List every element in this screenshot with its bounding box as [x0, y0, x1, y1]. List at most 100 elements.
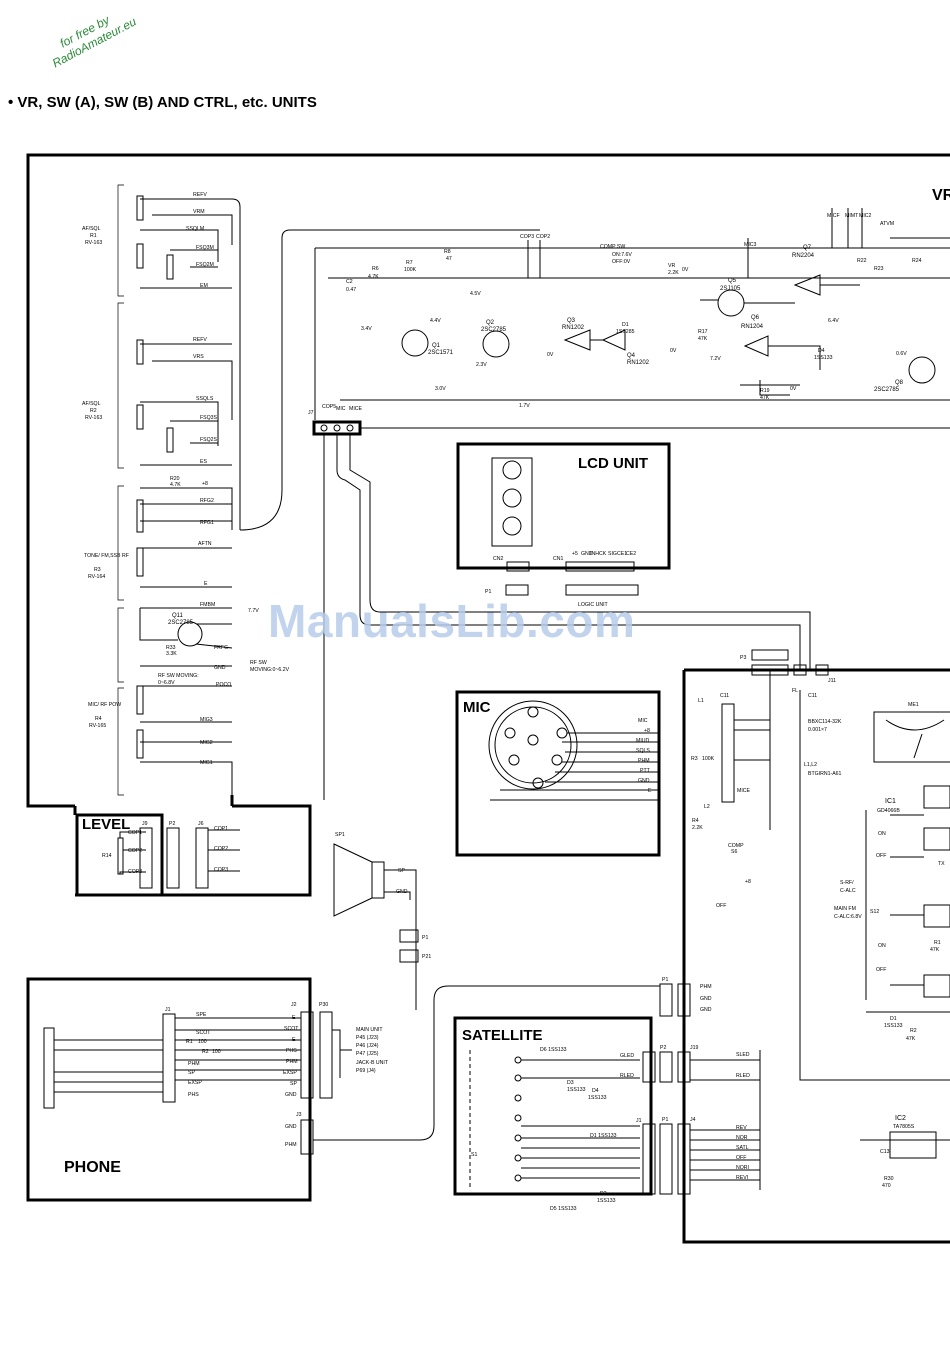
gnd-label-1: GND: [700, 996, 712, 1002]
r1-name: AF/SQL: [82, 226, 101, 232]
sat-p1: P1: [662, 1117, 668, 1123]
j6-label: J6: [198, 821, 204, 827]
rt-r1-value: 47K: [930, 947, 940, 953]
phone-j1-phs: PHS: [188, 1092, 199, 1098]
r8-value: 47: [446, 256, 452, 262]
phone-r1: R1: [186, 1039, 193, 1045]
phone-r1-value: 100: [198, 1039, 207, 1045]
q7-ref: Q7: [803, 245, 812, 251]
level-label: LEVEL: [82, 816, 130, 833]
cop5-label: COP5: [322, 404, 336, 410]
compsw-on: ON:7.6V: [612, 252, 632, 258]
pin-vrs: VRS: [193, 354, 204, 360]
frfg-label: FRFG: [214, 645, 228, 651]
phone-j2: J2: [291, 1002, 297, 1008]
pin-refv-1: REFV: [193, 192, 207, 198]
rt-ic2-part: TA7805S: [893, 1124, 915, 1130]
sat-j4-nor: NOR: [736, 1135, 748, 1141]
level-block: LEVEL J9 P2 J6 R14 COP1 COP2 COP3 COP1 C…: [73, 795, 312, 897]
sp-label: SP: [398, 868, 405, 874]
gnd-label-2: GND: [700, 1007, 712, 1013]
fmbm-label: FMBM: [200, 602, 215, 608]
phone-j2-e2: E: [292, 1037, 296, 1043]
q4-part: RN1202: [627, 360, 650, 366]
vr-pin-labels: REFV VRM SSQLM FSQ3M FSQ2M EM REFV VRS S…: [158, 192, 290, 766]
d1-label: D1: [622, 322, 629, 328]
phone-j2-phm: PHM: [286, 1059, 298, 1065]
v-4.5: 4.5V: [470, 291, 481, 297]
mice-mic-label: MICE: [737, 788, 751, 794]
r4-part: RV-165: [89, 723, 106, 729]
s1-label: S1: [471, 1152, 477, 1158]
pin-refv-2: REFV: [193, 337, 207, 343]
q11-label: Q11: [172, 613, 184, 619]
satellite-label: SATELLITE: [462, 1027, 543, 1044]
pin-plus8: +8: [202, 481, 208, 487]
mic-label: MIC: [463, 699, 491, 716]
sat-d3: D3: [567, 1080, 574, 1086]
cn1-pin-3: INH: [590, 551, 599, 557]
cn2-label: CN2: [493, 556, 503, 562]
net-mic2: MIC2: [859, 213, 872, 219]
sat-d4-part: 1SS133: [588, 1095, 607, 1101]
vr-pot-wiring: [136, 195, 540, 795]
net-cop2: COP2: [536, 234, 550, 240]
q2-ref: Q2: [486, 320, 495, 326]
q2-part: 2SC2785: [481, 327, 507, 333]
compsw-label: COMP SW: [600, 244, 625, 250]
s6-label: S6: [731, 849, 737, 855]
phone-j3-gnd: GND: [285, 1124, 297, 1130]
rt-r2-value: 47K: [906, 1036, 916, 1042]
lcd-unit-block: LCD UNIT CN2 CN1 P1 LOGIC UNIT +5 GND IN…: [456, 442, 671, 608]
sat-d6: D6 1SS133: [540, 1047, 567, 1053]
cn1-pin-7: CE2: [626, 551, 636, 557]
phm-label: PHM: [700, 984, 712, 990]
cn1-pin-1: +5: [572, 551, 578, 557]
rt-s12: S12: [870, 909, 879, 915]
mic-pin-phm: PHM: [638, 758, 650, 764]
phone-j1-sp: SP: [188, 1070, 195, 1076]
pin-fsq2s: FSQ2S: [200, 437, 218, 443]
pin-aftn: AFTN: [198, 541, 212, 547]
q5-ref: Q5: [728, 278, 737, 284]
phone-block: PHONE J1 J2 P30 J3 SPE SCOT PHM SP EXSP …: [26, 977, 660, 1202]
rt-me1: ME1: [908, 702, 919, 708]
q6-part: RN1204: [741, 324, 764, 330]
rfsw-label-3: RF SW MOVING:: [158, 673, 199, 679]
cop2-a: COP2: [128, 848, 142, 854]
phone-note-6: P69 (J4): [356, 1068, 376, 1074]
r20-value: 4.7K: [170, 482, 181, 488]
rt-mainfm: MAIN FM: [834, 906, 856, 912]
net-mimt: MIMT: [845, 213, 859, 219]
cop2-b: COP2: [214, 846, 228, 852]
q8-symbol: [908, 356, 936, 384]
mic-pin-miud: MIUD: [636, 738, 650, 744]
off-label: OFF: [716, 903, 726, 909]
mic-pin-sqls: SQLS: [636, 748, 650, 754]
r4-name: MIC/ RF POW: [88, 702, 121, 708]
q2-symbol: [482, 330, 510, 358]
phone-j2-gnd: GND: [285, 1092, 297, 1098]
sat-sled-2: RLED: [736, 1073, 750, 1079]
r23-label: R23: [874, 266, 884, 272]
pin-rfg2: RFG2: [200, 498, 214, 504]
v-3.4: 3.4V: [361, 326, 372, 332]
compsw-off: OFF:0V: [612, 259, 631, 265]
j11-label: J11: [828, 678, 836, 684]
r2-ref: R2: [90, 408, 97, 414]
sat-j4-rev: REV: [736, 1125, 747, 1131]
c2-label: C2: [346, 279, 353, 285]
pin-poco: POCO: [216, 682, 231, 688]
pin-mig2: MIG2: [200, 740, 213, 746]
p1-lcd-label: P1: [485, 589, 491, 595]
pin-ssqls: SSQLS: [196, 396, 214, 402]
cn1-pin-6: CE1: [617, 551, 627, 557]
v-0-a: 0V: [547, 352, 554, 358]
pin-e: E: [204, 581, 208, 587]
q11-part: 2SC2785: [168, 620, 194, 626]
q1-ref: Q1: [432, 343, 441, 349]
q8-part: 2SC2785: [874, 387, 900, 393]
r14-label: R14: [102, 853, 112, 859]
speaker-block: SP1 SP GND P1 P21: [333, 832, 431, 1010]
